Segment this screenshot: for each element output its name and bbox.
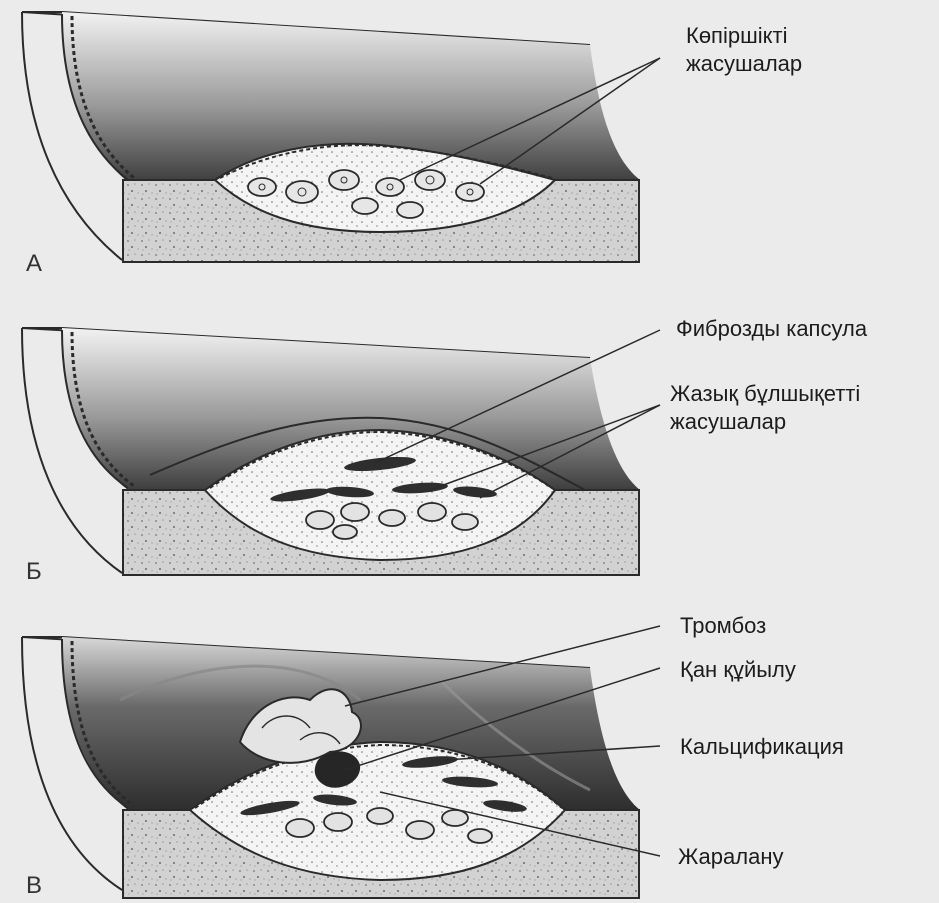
label-smooth-muscle-line1: Жазық бұлшықетті [670, 380, 860, 408]
panel-letter-b: Б [26, 558, 42, 586]
label-smooth-muscle-line2: жасушалар [670, 408, 786, 436]
panel-b-illustration [22, 328, 660, 575]
label-thrombosis: Тромбоз [680, 612, 766, 640]
label-fibrous-cap: Фиброзды капсула [676, 315, 867, 343]
label-foam-cells-line2: жасушалар [686, 50, 802, 78]
panel-letter-c: В [26, 872, 42, 900]
label-ulceration: Жаралану [678, 843, 784, 871]
panel-c-illustration [22, 626, 660, 898]
panel-a-illustration [22, 12, 660, 262]
label-foam-cells-line1: Көпіршікті [686, 22, 787, 50]
panel-letter-a: А [26, 250, 42, 278]
label-hemorrhage: Қан құйылу [680, 656, 796, 684]
label-calcification: Кальцификация [680, 733, 844, 761]
